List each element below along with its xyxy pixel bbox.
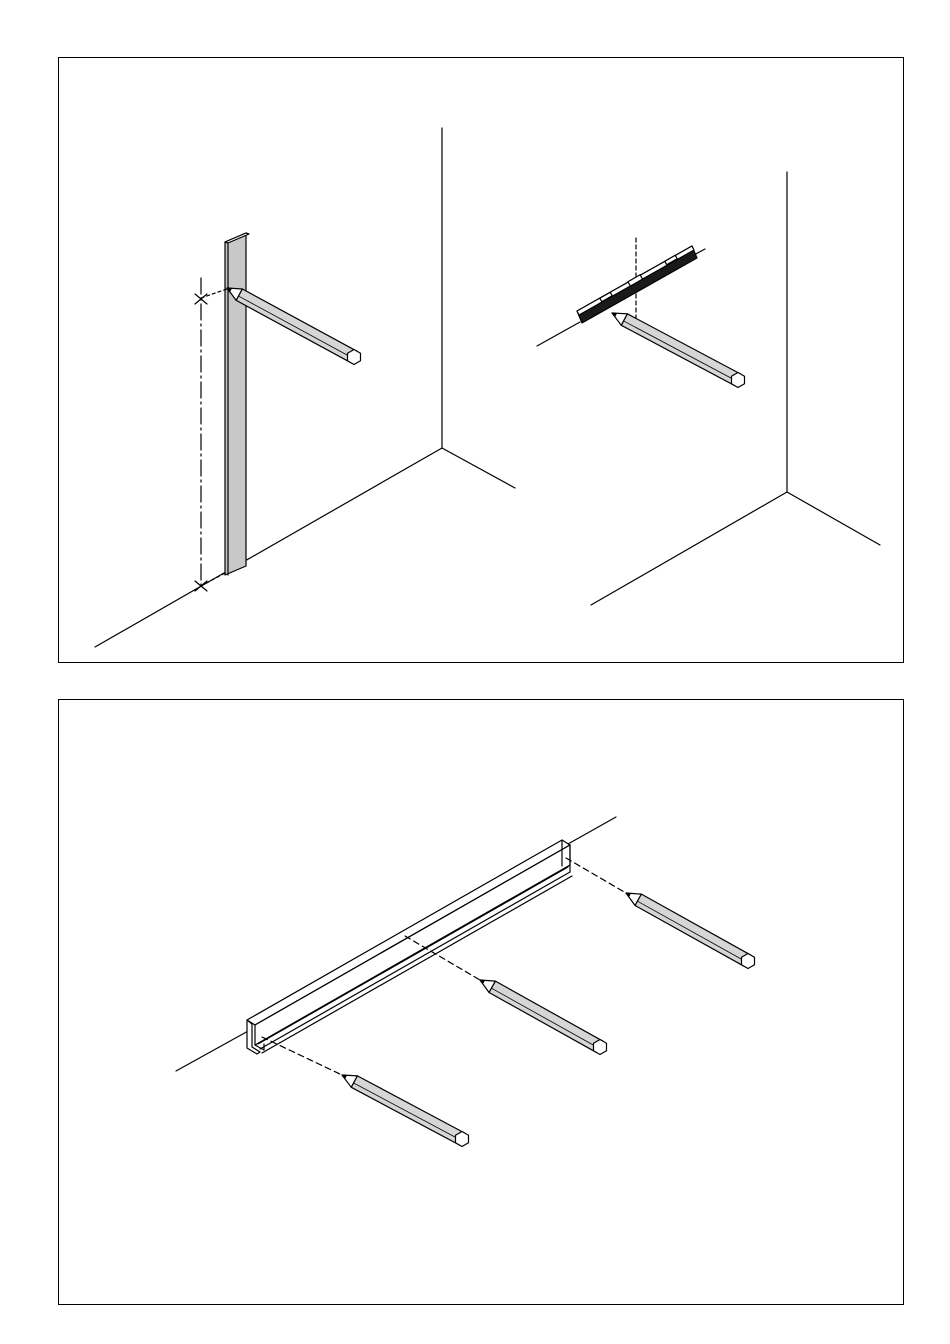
pencil-icon bbox=[227, 288, 360, 365]
pencil-icon bbox=[480, 980, 606, 1055]
right-wall-corner bbox=[591, 172, 880, 605]
pencil-projection-lines bbox=[262, 858, 626, 1075]
pencil-icon bbox=[626, 893, 754, 969]
pencil-icon bbox=[342, 1075, 468, 1147]
spirit-level-icon bbox=[537, 238, 705, 346]
pencil-icon bbox=[612, 313, 744, 388]
straightedge-strip bbox=[225, 233, 249, 575]
rail-profile-icon bbox=[247, 840, 572, 1054]
left-wall-corner bbox=[95, 128, 515, 647]
height-dimension-line bbox=[195, 278, 227, 591]
